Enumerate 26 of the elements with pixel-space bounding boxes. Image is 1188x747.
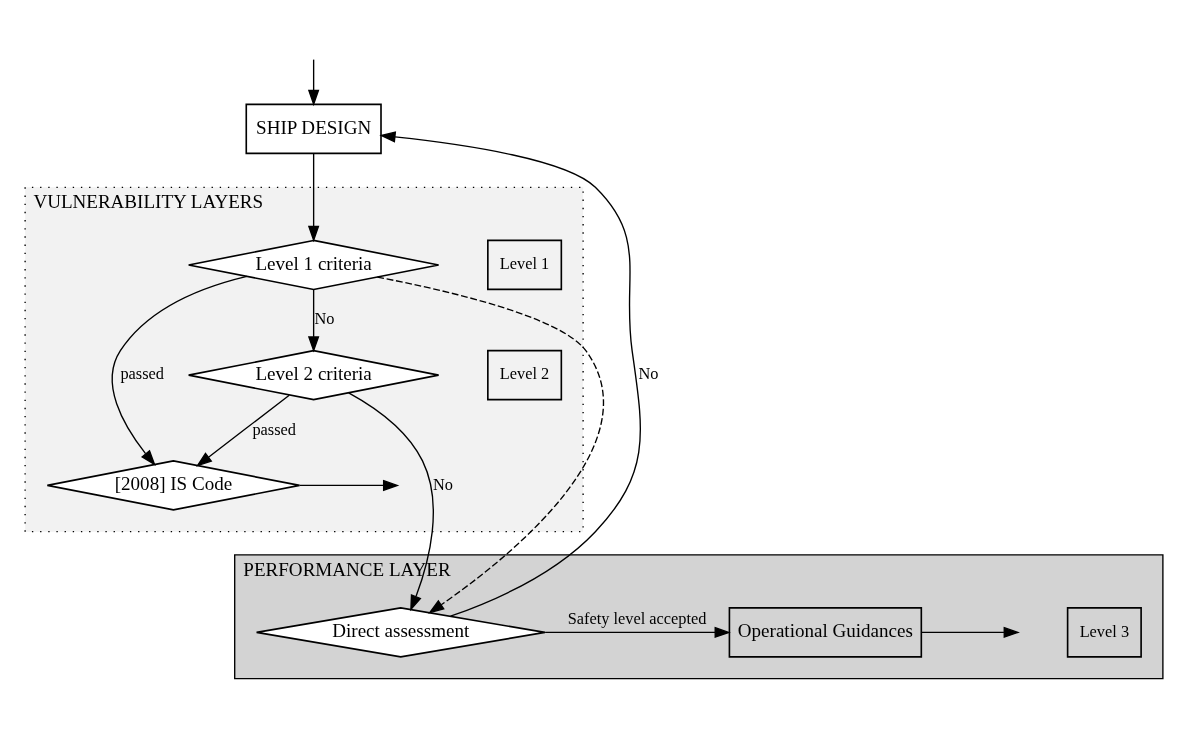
node-diamond: Direct assessment — [255, 606, 546, 658]
edge-label: passed — [252, 419, 296, 439]
arrow — [307, 58, 320, 106]
node-diamond: [2008] IS Code — [46, 459, 301, 511]
arrow — [195, 394, 290, 467]
arrow — [111, 275, 248, 466]
arrow — [348, 391, 434, 611]
node-diamond: Level 2 criteria — [187, 349, 440, 400]
edge-label: No — [638, 363, 659, 383]
arrow — [299, 479, 400, 491]
node-box: Operational Guidances — [728, 606, 923, 658]
node-box: Level 3 — [1066, 606, 1142, 658]
arrow — [376, 275, 604, 614]
arrow — [544, 626, 731, 638]
node-diamond: Level 1 criteria — [187, 239, 440, 290]
node-box: Level 2 — [487, 349, 563, 400]
edge-label: Safety level accepted — [567, 608, 707, 628]
node-box: Level 1 — [487, 239, 563, 290]
arrow — [307, 288, 320, 353]
arrow — [307, 152, 320, 242]
arrow — [920, 626, 1020, 638]
node-box: SHIP DESIGN — [245, 103, 382, 154]
arrow — [379, 130, 641, 617]
edge-label: passed — [120, 363, 164, 383]
edge-label: No — [432, 474, 453, 494]
edge-label: No — [314, 308, 335, 328]
